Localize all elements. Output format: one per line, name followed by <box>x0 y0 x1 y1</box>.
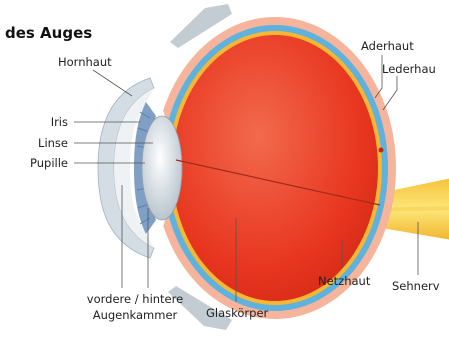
label-kammer-line1: vordere / hintere <box>87 292 183 306</box>
label-sehnerv: Sehnerv <box>392 279 440 293</box>
label-kammer-line2: Augenkammer <box>93 308 178 322</box>
label-pupille: Pupille <box>30 156 68 170</box>
label-iris: Iris <box>51 115 68 129</box>
vitreous-body <box>172 35 378 301</box>
label-netzhaut: Netzhaut <box>318 274 371 288</box>
label-glaskoerper: Glaskörper <box>206 306 269 320</box>
label-aderhaut: Aderhaut <box>361 39 414 53</box>
label-linse: Linse <box>38 136 68 150</box>
lens <box>142 116 182 220</box>
diagram-title: des Auges <box>5 24 92 42</box>
label-hornhaut: Hornhaut <box>58 55 112 69</box>
label-lederhaut: Lederhau <box>382 62 436 76</box>
